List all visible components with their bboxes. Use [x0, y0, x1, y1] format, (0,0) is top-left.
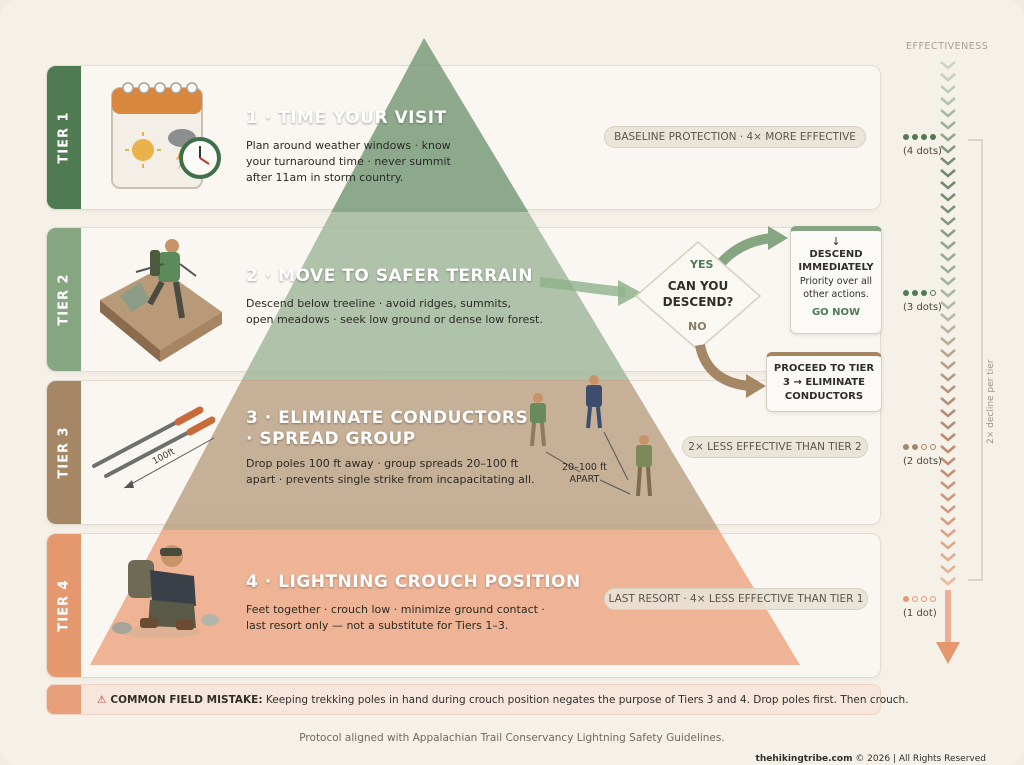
descend-body: Priority over all other actions. — [799, 276, 873, 300]
go-now-label: GO NOW — [811, 307, 861, 318]
tier-3-effectiveness-pill: 2× LESS EFFECTIVE THAN TIER 2 — [682, 436, 868, 458]
tier-3-tab-label: TIER 3 — [56, 426, 72, 479]
dot-filled — [903, 134, 909, 140]
dot-empty — [930, 444, 936, 450]
common-mistake-banner: ⚠COMMON FIELD MISTAKE: Keeping trekking … — [46, 684, 909, 715]
tier-3-content: 3 · ELIMINATE CONDUCTORS · SPREAD GROUP … — [246, 408, 535, 488]
dot-filled — [921, 290, 927, 296]
descend-immediately-box: ↓ DESCEND IMMEDIATELY Priority over all … — [790, 226, 882, 334]
tier-4-description: Feet together · crouch low · minimize gr… — [246, 603, 545, 632]
tier-3-title: 3 · ELIMINATE CONDUCTORS · SPREAD GROUP — [246, 408, 529, 449]
tier-1-effectiveness-pill: BASELINE PROTECTION · 4× MORE EFFECTIVE — [604, 126, 866, 148]
descend-heading: DESCEND IMMEDIATELY — [798, 249, 874, 273]
tier-4-tab-label: TIER 4 — [56, 579, 72, 632]
tier-2-description: Descend below treeline · avoid ridges, s… — [246, 297, 543, 326]
tier-1-dots-label: (4 dots) — [903, 146, 942, 157]
tier-4-tab: TIER 4 — [47, 534, 81, 677]
tier-2-content: 2 · MOVE TO SAFER TERRAIN Descend below … — [246, 266, 543, 328]
spread-label: 20–100 ft APART — [562, 462, 607, 485]
tier-3-tab: TIER 3 — [47, 381, 81, 524]
down-arrow-icon: ↓ — [831, 235, 841, 248]
tier-4-dots-label: (1 dot) — [903, 608, 937, 619]
dot-empty — [912, 596, 918, 602]
dot-filled — [903, 444, 909, 450]
tier-1-dots — [903, 134, 936, 140]
tier-3-dots-label: (2 dots) — [903, 456, 942, 467]
warning-icon: ⚠ — [97, 693, 107, 706]
tier-3-description: Drop poles 100 ft away · group spreads 2… — [246, 457, 535, 486]
dot-empty — [930, 290, 936, 296]
dot-empty — [930, 596, 936, 602]
decision-yes-label: YES — [690, 258, 714, 271]
tier-4-title: 4 · LIGHTNING CROUCH POSITION — [246, 572, 581, 592]
proceed-text: PROCEED TO TIER 3 → ELIMINATE CONDUCTORS — [773, 363, 875, 402]
tier-2-tab-label: TIER 2 — [56, 273, 72, 326]
dot-filled — [921, 134, 927, 140]
dot-empty — [921, 444, 927, 450]
footer-note: Protocol aligned with Appalachian Trail … — [299, 732, 725, 744]
tier-2-tab: TIER 2 — [47, 228, 81, 371]
tier-2-title: 2 · MOVE TO SAFER TERRAIN — [246, 266, 533, 286]
tier-4-effectiveness-pill: LAST RESORT · 4× LESS EFFECTIVE THAN TIE… — [604, 588, 868, 610]
tier-1-content: 1 · TIME YOUR VISIT Plan around weather … — [246, 108, 451, 186]
proceed-tier-3-box: PROCEED TO TIER 3 → ELIMINATE CONDUCTORS — [766, 352, 882, 412]
dot-filled — [912, 290, 918, 296]
dot-filled — [912, 134, 918, 140]
tier-1-description: Plan around weather windows · know your … — [246, 139, 451, 184]
dot-filled — [903, 290, 909, 296]
mistake-stripe — [47, 685, 81, 714]
decision-question: CAN YOU DESCEND? — [662, 279, 734, 309]
mistake-text: ⚠COMMON FIELD MISTAKE: Keeping trekking … — [97, 693, 909, 706]
tier-4-content: 4 · LIGHTNING CROUCH POSITION Feet toget… — [246, 572, 581, 634]
dot-filled — [930, 134, 936, 140]
dot-filled — [912, 444, 918, 450]
decision-no-label: NO — [688, 320, 707, 333]
effectiveness-title: EFFECTIVENESS — [906, 41, 989, 52]
tier-2-dots-label: (3 dots) — [903, 302, 942, 313]
tier-1-title: 1 · TIME YOUR VISIT — [246, 108, 447, 128]
decline-label: 2× decline per tier — [986, 359, 996, 444]
tier-1-tab-label: TIER 1 — [56, 111, 72, 164]
dot-filled — [903, 596, 909, 602]
tier-3-dots — [903, 444, 936, 450]
tier-1-tab: TIER 1 — [47, 66, 81, 209]
dot-empty — [921, 596, 927, 602]
tier-4-dots — [903, 596, 936, 602]
tier-2-dots — [903, 290, 936, 296]
copyright: thehikingtribe.com © 2026 | All Rights R… — [755, 754, 986, 764]
